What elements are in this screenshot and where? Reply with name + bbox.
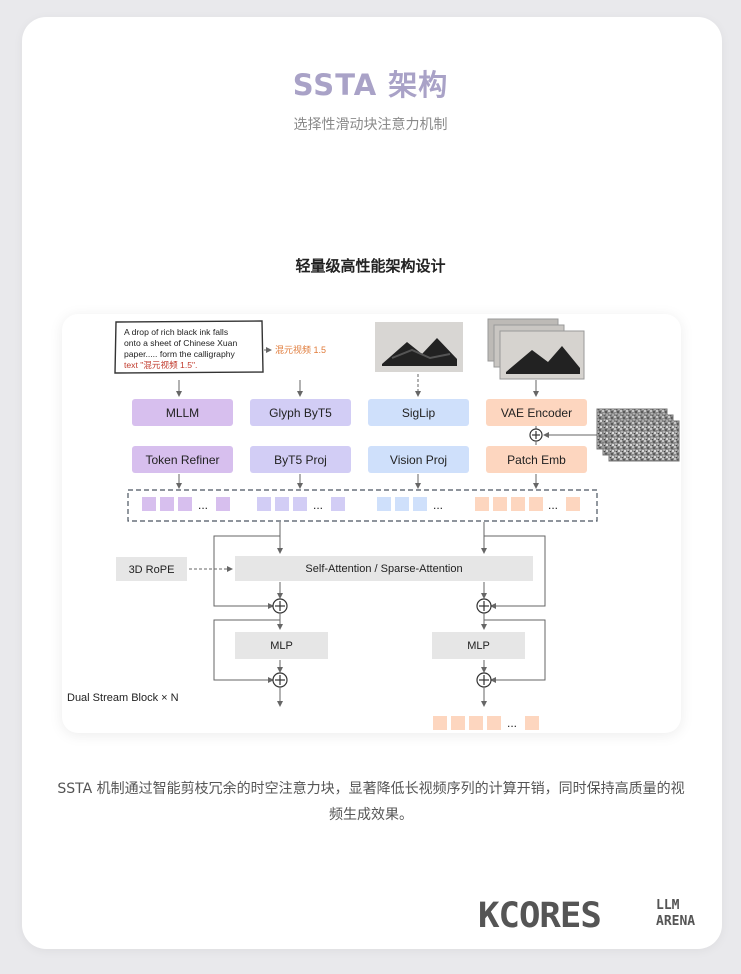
prompt-line-4: text "混元视频 1.5". bbox=[124, 359, 197, 370]
mlp-label-right: MLP bbox=[467, 640, 490, 652]
ellipsis-patch: ... bbox=[548, 498, 558, 512]
patch-emb-label: Patch Emb bbox=[507, 453, 566, 467]
prompt-line-3: paper..... form the calligraphy bbox=[124, 349, 236, 359]
logo-side-bottom: ARENA bbox=[656, 914, 696, 929]
vision-proj-box bbox=[368, 446, 469, 473]
mlp-box-left bbox=[235, 632, 328, 659]
projection-row: Token Refiner ByT5 Proj Vision Proj Patc… bbox=[132, 446, 587, 473]
page-subtitle: 选择性滑动块注意力机制 bbox=[293, 117, 448, 133]
attention-label: Self-Attention / Sparse-Attention bbox=[305, 563, 462, 575]
logo-main-text: KCORES bbox=[478, 896, 602, 936]
residual-add-icon bbox=[272, 598, 288, 614]
ink-image-icon bbox=[375, 322, 463, 372]
mlp-label-left: MLP bbox=[270, 640, 293, 652]
dual-stream-block-label: Dual Stream Block × N bbox=[67, 692, 179, 704]
section-heading: 轻量级高性能架构设计 bbox=[295, 257, 446, 275]
siglip-box bbox=[368, 399, 469, 426]
patch-emb-box bbox=[486, 446, 587, 473]
mllm-label: MLLM bbox=[166, 406, 199, 420]
prompt-box: A drop of rich black ink falls onto a sh… bbox=[114, 320, 264, 374]
glyph-byt5-label: Glyph ByT5 bbox=[269, 406, 332, 420]
residual-add-icon bbox=[476, 598, 492, 614]
vae-encoder-box bbox=[486, 399, 587, 426]
encoder-row: MLLM Glyph ByT5 SigLip VAE Encoder bbox=[132, 399, 587, 426]
kcores-logo: KCORES LLM ARENA bbox=[478, 896, 698, 936]
token-refiner-label: Token Refiner bbox=[145, 453, 219, 467]
video-frames-icon bbox=[487, 318, 585, 380]
rope-box bbox=[116, 557, 187, 581]
description-text: SSTA 机制通过智能剪枝冗余的时空注意力块，显著降低长视频序列的计算开销，同时… bbox=[57, 781, 685, 823]
byt5-proj-label: ByT5 Proj bbox=[274, 453, 327, 467]
ellipsis-byt5: ... bbox=[313, 498, 323, 512]
ellipsis-output: ... bbox=[507, 716, 517, 730]
residual-add-icon bbox=[476, 672, 492, 688]
siglip-label: SigLip bbox=[402, 406, 436, 420]
token-sequence-box bbox=[127, 489, 598, 522]
glyph-byt5-box bbox=[250, 399, 351, 426]
glyph-text: 混元视频 1.5 bbox=[275, 344, 326, 355]
architecture-svg: A drop of rich black ink falls onto a sh… bbox=[67, 318, 680, 730]
residual-add-icon bbox=[272, 672, 288, 688]
vision-proj-label: Vision Proj bbox=[390, 453, 447, 467]
mlp-box-right bbox=[432, 632, 525, 659]
output-token-row: ... bbox=[433, 716, 539, 730]
prompt-line-2: onto a sheet of Chinese Xuan bbox=[124, 338, 237, 348]
vae-encoder-label: VAE Encoder bbox=[501, 406, 572, 420]
ellipsis-mllm: ... bbox=[198, 498, 208, 512]
architecture-diagram: A drop of rich black ink falls onto a sh… bbox=[62, 314, 681, 733]
logo-side-top: LLM bbox=[656, 898, 680, 913]
prompt-line-1: A drop of rich black ink falls bbox=[124, 327, 228, 337]
page-title: SSTA 架构 bbox=[292, 68, 449, 102]
token-row: ... ... ... ... bbox=[142, 497, 580, 512]
rope-label: 3D RoPE bbox=[129, 564, 175, 576]
logo-side-text: LLM ARENA bbox=[656, 898, 695, 930]
token-refiner-box bbox=[132, 446, 233, 473]
mllm-box bbox=[132, 399, 233, 426]
ellipsis-vision: ... bbox=[433, 498, 443, 512]
noise-icon bbox=[596, 408, 680, 462]
byt5-proj-box bbox=[250, 446, 351, 473]
attention-box bbox=[235, 556, 533, 581]
